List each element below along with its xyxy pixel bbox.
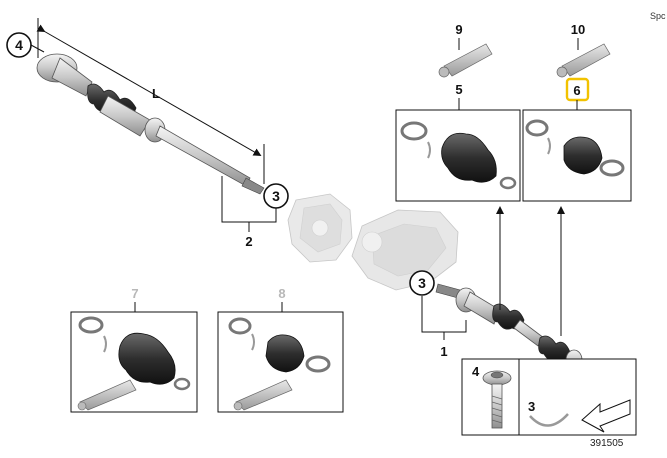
label-9: 9 bbox=[455, 22, 462, 37]
arrow-logo-shape bbox=[581, 399, 631, 433]
spline-upper bbox=[241, 177, 265, 195]
kit-7-frame bbox=[70, 311, 198, 413]
clamp-large bbox=[525, 119, 549, 137]
boot-small bbox=[563, 136, 603, 175]
boot-large bbox=[441, 132, 497, 183]
label-7: 7 bbox=[131, 286, 138, 301]
dimension-L: L bbox=[36, 18, 265, 184]
callout-circle bbox=[6, 32, 32, 58]
differential-detail bbox=[371, 223, 447, 277]
joint-lower-inner bbox=[463, 291, 501, 325]
circlip bbox=[251, 333, 255, 351]
label-10: 10 bbox=[571, 22, 585, 37]
bolt-shank bbox=[491, 383, 503, 429]
bolt-socket bbox=[490, 371, 504, 379]
clamp-large bbox=[78, 316, 104, 334]
label-5: 5 bbox=[455, 82, 462, 97]
part-10-grease-tube[interactable]: 10 bbox=[556, 22, 611, 78]
label-8: 8 bbox=[278, 286, 285, 301]
bracket-label-1[interactable]: 1 bbox=[421, 296, 467, 359]
callout-3-top[interactable]: 3 bbox=[263, 183, 289, 209]
bracket-label-2[interactable]: 2 bbox=[221, 176, 277, 249]
transfer-case-hub bbox=[311, 219, 329, 237]
shaft-upper bbox=[155, 125, 251, 187]
tube-cap bbox=[77, 401, 87, 411]
clamp-small bbox=[173, 377, 191, 391]
clamp-small bbox=[499, 176, 517, 190]
clamp-small bbox=[599, 159, 625, 177]
transfer-case bbox=[287, 193, 353, 263]
dimension-label: L bbox=[152, 86, 160, 101]
lower-drive-shaft[interactable] bbox=[435, 283, 583, 371]
callout-text: 4 bbox=[15, 37, 23, 53]
bolt-label: 4 bbox=[472, 364, 480, 379]
tube-body bbox=[443, 43, 493, 77]
boot-lower-outer bbox=[538, 335, 571, 362]
differential-hub bbox=[361, 231, 383, 253]
upper-drive-shaft[interactable] bbox=[36, 53, 265, 195]
boot-large bbox=[118, 332, 176, 385]
circlip-ring bbox=[529, 413, 569, 427]
callout-text: 3 bbox=[272, 188, 280, 204]
clip-label: 3 bbox=[528, 399, 535, 414]
part-5-boot-kit[interactable]: 5 bbox=[395, 82, 521, 202]
label-6: 6 bbox=[573, 83, 580, 98]
hardware-frame bbox=[461, 358, 637, 436]
part-6-boot-kit[interactable]: 6 bbox=[522, 77, 632, 202]
clamp-large bbox=[400, 121, 428, 141]
circlip-part-3[interactable]: 3 bbox=[528, 399, 569, 427]
hardware-box: 4 3 391505 bbox=[461, 358, 637, 449]
circlip bbox=[547, 137, 551, 155]
corner-text: Spc bbox=[650, 11, 666, 21]
tube-cap bbox=[438, 66, 450, 78]
callout-circle bbox=[409, 270, 435, 296]
bolt-part-4[interactable]: 4 bbox=[472, 364, 512, 429]
tube-cap bbox=[233, 401, 243, 411]
circlip bbox=[427, 141, 431, 159]
callout-text: 3 bbox=[418, 275, 426, 291]
label-2: 2 bbox=[245, 234, 252, 249]
shaft-lower bbox=[513, 319, 545, 347]
part-7-boot-kit[interactable]: 7 bbox=[70, 286, 198, 413]
clamp-large bbox=[228, 317, 252, 335]
part-8-boot-kit[interactable]: 8 bbox=[217, 286, 344, 413]
tube-body bbox=[561, 43, 611, 77]
part-9-grease-tube[interactable]: 9 bbox=[438, 22, 493, 78]
differential bbox=[351, 209, 459, 291]
callout-leader bbox=[30, 44, 45, 53]
label-1: 1 bbox=[440, 344, 447, 359]
circlip bbox=[103, 335, 107, 353]
tube-cap bbox=[556, 66, 568, 78]
boot-small bbox=[265, 334, 305, 373]
diagram-number: 391505 bbox=[590, 438, 624, 449]
clamp-small bbox=[305, 355, 331, 373]
callout-3-mid[interactable]: 3 bbox=[409, 270, 435, 296]
callout-4-top[interactable]: 4 bbox=[6, 32, 45, 58]
bolt-thread bbox=[491, 395, 503, 424]
arrow-logo-icon bbox=[581, 399, 631, 433]
dimension-line bbox=[36, 24, 262, 156]
